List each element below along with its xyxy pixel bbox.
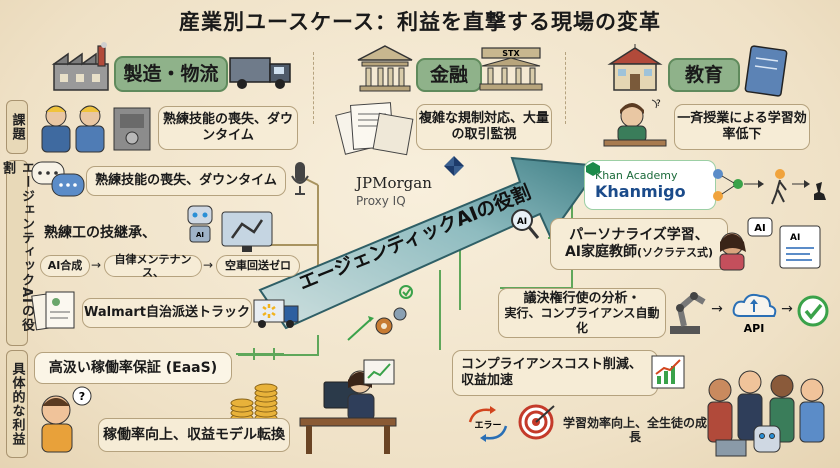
arrow-right-icon: → [90, 257, 102, 272]
stock-exchange-icon: STX [479, 47, 543, 91]
side-label-benefits: 具体的な利益 [6, 350, 28, 458]
role-education-line2: AI家庭教師 [564, 244, 637, 260]
monitor-robot-arm-icon [221, 211, 273, 252]
jpmorgan-logo-icon [444, 156, 464, 176]
ai-document-icon: AI [779, 225, 821, 269]
chat-bubbles-icon [31, 161, 85, 197]
api-label: API [744, 322, 765, 335]
target-icon [518, 404, 555, 440]
khan-logo-icon [586, 162, 600, 176]
section-education: 教育 [668, 58, 740, 92]
stx-sign: STX [502, 49, 520, 58]
walmart-truck-icon [253, 299, 299, 328]
column-divider [313, 52, 314, 124]
role-manufacturing-2: 熟練工の技継承、 [44, 224, 156, 241]
section-manufacturing: 製造・物流 [114, 56, 228, 92]
cloud-api-icon: API [732, 293, 777, 335]
students-group-icon [707, 370, 825, 457]
magnifier-ai-icon: AI [511, 209, 540, 239]
challenge-education: 一斉授業による学習効率低下 [674, 104, 810, 150]
khan-brand: Khan Academy [595, 168, 678, 182]
challenge-manufacturing: 熟練技能の喪失、ダウンタイム [158, 106, 298, 150]
gears-upward-icon [347, 285, 413, 341]
progress-track-icon [236, 348, 284, 360]
role-finance-line2: 実行、コンプライアンス自動化 [504, 306, 660, 335]
robot-icon: AI [187, 205, 213, 243]
role-education-line1: パーソナライズ学習、 [569, 227, 709, 244]
school-icon [607, 44, 663, 91]
robot-arm-icon [670, 292, 706, 334]
student-studying-icon: ? [603, 99, 667, 147]
column-divider [565, 52, 566, 124]
khan-product: Khanmigo [595, 182, 686, 201]
factory-icon [51, 42, 109, 91]
role-education-line2-sub: (ソクラテス式) [636, 246, 714, 259]
role-education-card: パーソナライズ学習、 AI家庭教師(ソクラテス式) [550, 218, 728, 270]
robot-ai-badge: AI [196, 231, 204, 239]
center-arrow: エージェンティックAIの役割 [258, 156, 602, 330]
chip-autonomous-maintenance: 自律メンテナンス、 [104, 253, 202, 279]
svg-text:?: ? [656, 99, 661, 109]
benefit-finance-card: コンプライアンスコスト削減、 収益加速 [452, 350, 658, 396]
bank-building-icon [357, 45, 413, 92]
truck-icon [229, 57, 291, 89]
section-finance: 金融 [416, 58, 482, 92]
benefit-finance-line2: 収益加速 [461, 373, 514, 388]
error-label: エラー [474, 420, 501, 431]
ai-document-badge: AI [790, 233, 800, 243]
arrow-right-icon: → [781, 300, 793, 317]
error-cycle-icon: エラー [468, 406, 508, 442]
benefit-finance-line1: コンプライアンスコスト削減、 [461, 357, 642, 373]
role-finance-card: 議決権行使の分析・ 実行、コンプライアンス自動化 [498, 288, 666, 338]
side-label-challenges: 課題 [6, 100, 28, 154]
svg-text:?: ? [79, 390, 85, 403]
chip-zero-empty-trips: 空車回送ゼロ [216, 255, 300, 277]
benefit-manufacturing-sub: 稼働率向上、収益モデル転換 [98, 418, 290, 452]
documents-stack-icon [335, 102, 414, 156]
arrow-right-icon: → [711, 300, 723, 317]
arrow-right-icon: → [202, 257, 214, 272]
jpmorgan-name: JPMorgan [356, 174, 432, 192]
worried-person-icon: ? [41, 386, 92, 453]
page-title: 産業別ユースケース：利益を直撃する現場の変革 [179, 10, 661, 34]
role-finance-line1: 議決権行使の分析・ [523, 290, 641, 306]
khan-academy-card: Khan Academy Khanmigo [584, 160, 716, 210]
checkmark-circle-icon [797, 295, 829, 327]
challenge-finance: 複雑な規制対応、大量の取引監視 [416, 104, 552, 150]
tutor-ai-badge: AI [754, 223, 765, 234]
tutor-avatar-icon: AI [719, 217, 773, 271]
growth-chart-icon [651, 355, 685, 389]
magnifier-ai-badge: AI [517, 217, 527, 227]
learning-path-icon [713, 169, 826, 205]
benefit-education: 学習効率向上、全生徒の成長 [562, 415, 707, 444]
role-education-line2-wrap: AI家庭教師(ソクラテス式) [565, 244, 713, 261]
notebook-icon [744, 45, 788, 97]
microphone-icon [291, 162, 309, 195]
chip-ai-synthesis: AI合成 [40, 255, 90, 277]
jpmorgan-sub: Proxy IQ [356, 193, 406, 208]
role-manufacturing-3: Walmart自治派送トラック [82, 298, 252, 328]
benefit-manufacturing-main: 高汲い稼働率保証 (EaaS) [34, 352, 232, 384]
role-manufacturing-1: 熟練技能の喪失、ダウンタイム [86, 166, 286, 196]
chart-board-icon [363, 359, 395, 385]
documents-icon [31, 291, 75, 331]
workers-icon [41, 105, 151, 153]
